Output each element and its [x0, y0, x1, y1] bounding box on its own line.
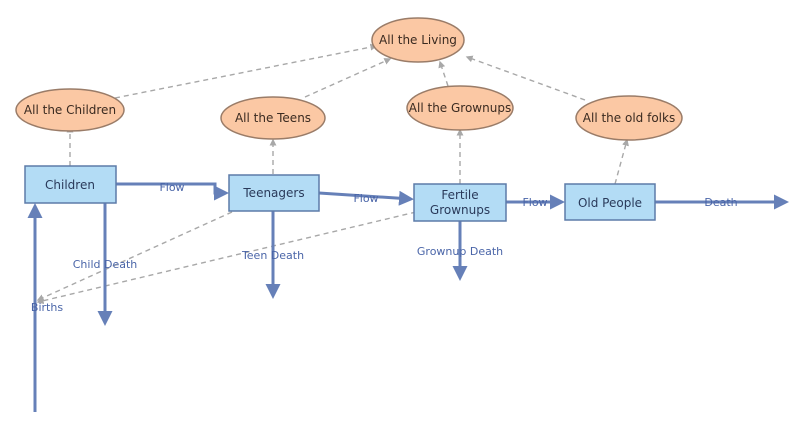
stock-children[interactable]: Children	[24, 165, 117, 204]
dashed-links	[36, 43, 629, 305]
link-grownups-to-births	[36, 211, 417, 305]
flow-teenagers-to-grownups	[318, 190, 414, 206]
grownup-death-label: Grownup Death	[417, 245, 503, 258]
all-the-grownups-label: All the Grownups	[409, 101, 511, 115]
teenagers-label: Teenagers	[242, 186, 304, 200]
all-the-old-folks-label: All the old folks	[583, 111, 675, 125]
link-all-grownups-to-all-living	[438, 60, 449, 87]
link-all-teens-to-all-living	[304, 58, 392, 98]
child-death-label: Child Death	[73, 258, 138, 271]
link-all-children-to-all-living	[114, 43, 378, 99]
teen-death-label: Teen Death	[241, 249, 304, 262]
flow-labels: Flow Flow Flow Death Child Death Teen De…	[31, 181, 738, 314]
all-the-children-label: All the Children	[24, 103, 116, 117]
all-the-teens-label: All the Teens	[235, 111, 311, 125]
death-label: Death	[704, 196, 737, 209]
stock-teenagers[interactable]: Teenagers	[228, 174, 320, 212]
flow-label-children-teens: Flow	[159, 181, 184, 194]
grownups-label: Grownups	[430, 203, 490, 217]
aggregate-all-the-old-folks[interactable]: All the old folks	[575, 95, 683, 141]
flow-label-teens-grownups: Flow	[353, 192, 378, 205]
aggregate-all-the-living[interactable]: All the Living	[371, 17, 465, 63]
aggregate-all-the-teens[interactable]: All the Teens	[220, 96, 326, 140]
aggregates: All the Living All the Children All the …	[15, 17, 683, 141]
stock-old-people[interactable]: Old People	[564, 183, 656, 221]
aggregate-all-the-grownups[interactable]: All the Grownups	[406, 85, 514, 131]
all-the-living-label: All the Living	[379, 33, 457, 47]
link-teenagers-to-births	[36, 211, 233, 301]
births-label: Births	[31, 301, 63, 314]
stock-fertile-grownups[interactable]: Fertile Grownups	[413, 183, 507, 222]
aggregate-all-the-children[interactable]: All the Children	[15, 88, 125, 132]
old-people-label: Old People	[578, 196, 642, 210]
link-all-oldfolks-to-all-living	[465, 55, 586, 101]
flow-children-to-teenagers	[116, 182, 229, 201]
stocks: Children Teenagers Fertile Grownups Old …	[24, 165, 656, 222]
fertile-label: Fertile	[441, 188, 478, 202]
children-label: Children	[45, 178, 95, 192]
link-oldpeople-to-all-oldfolks	[614, 138, 629, 185]
flow-arrows	[27, 182, 789, 412]
flow-label-grownups-old: Flow	[522, 196, 547, 209]
